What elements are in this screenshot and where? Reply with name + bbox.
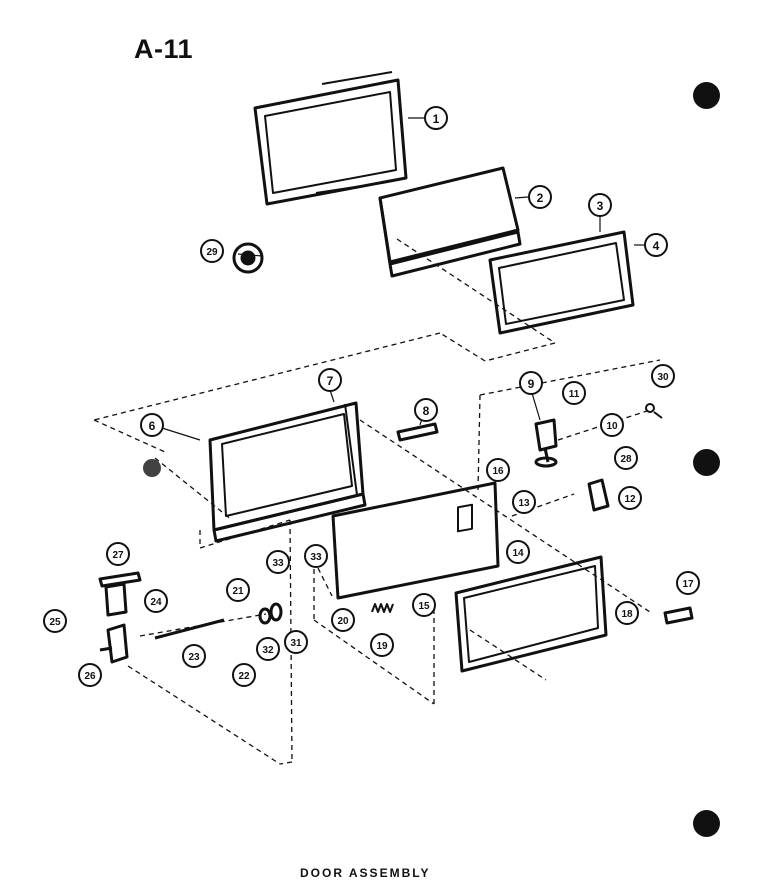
callout-32: 32 <box>256 637 280 661</box>
callout-11: 11 <box>562 381 586 405</box>
callout-30: 30 <box>651 364 675 388</box>
callout-2: 2 <box>528 185 552 209</box>
part-18-outer-frame <box>454 555 608 673</box>
callout-26: 26 <box>78 663 102 687</box>
svg-text:6: 6 <box>149 419 156 433</box>
svg-text:4: 4 <box>653 239 660 253</box>
part-29-roller <box>232 242 264 274</box>
ink-blot <box>143 459 161 477</box>
callout-15: 15 <box>412 593 436 617</box>
svg-text:11: 11 <box>569 389 580 400</box>
svg-text:28: 28 <box>620 454 632 465</box>
svg-text:9: 9 <box>528 377 535 391</box>
binder-hole-middle <box>693 449 720 476</box>
callout-19: 19 <box>370 633 394 657</box>
callout-24: 24 <box>144 589 168 613</box>
svg-text:8: 8 <box>423 404 430 418</box>
part-8-latch <box>396 422 439 442</box>
svg-text:1: 1 <box>433 112 440 126</box>
part-26-bracket <box>99 623 129 664</box>
part-9-handle <box>534 418 558 468</box>
callout-31: 31 <box>284 630 308 654</box>
footer-caption: DOOR ASSEMBLY <box>300 866 431 880</box>
svg-text:23: 23 <box>188 652 200 663</box>
svg-text:7: 7 <box>327 374 334 388</box>
svg-text:2: 2 <box>537 191 544 205</box>
callout-21: 21 <box>226 578 250 602</box>
callout-6: 6 <box>140 413 164 437</box>
part-2-housing <box>378 166 522 278</box>
part-27-bracket <box>98 571 142 617</box>
svg-text:33: 33 <box>272 558 284 569</box>
svg-text:19: 19 <box>376 641 388 652</box>
callout-25: 25 <box>43 609 67 633</box>
svg-text:15: 15 <box>418 601 430 612</box>
callout-4: 4 <box>644 233 668 257</box>
part-17-trim <box>663 606 694 625</box>
callout-14: 14 <box>506 540 530 564</box>
callout-33-panel: 33 <box>304 544 328 568</box>
callout-8: 8 <box>414 398 438 422</box>
callout-16: 16 <box>486 458 510 482</box>
part-4-glass-frame <box>488 230 635 335</box>
callout-27: 27 <box>106 542 130 566</box>
callout-7: 7 <box>318 368 342 392</box>
part-12-block <box>587 478 610 512</box>
callout-13: 13 <box>512 490 536 514</box>
callout-18: 18 <box>615 601 639 625</box>
part-31-32-bushings <box>258 602 283 625</box>
part-19-spring <box>371 603 394 613</box>
svg-text:12: 12 <box>624 494 636 505</box>
callout-29: 29 <box>200 239 224 263</box>
svg-text:24: 24 <box>150 597 162 608</box>
callout-23: 23 <box>182 644 206 668</box>
part-30-screw <box>645 403 663 419</box>
callout-10: 10 <box>600 413 624 437</box>
callout-markers: 1 2 3 4 6 7 8 9 10 11 12 13 14 15 16 17 … <box>43 106 700 687</box>
svg-text:32: 32 <box>262 645 274 656</box>
svg-text:26: 26 <box>84 671 96 682</box>
callout-33-frame: 33 <box>266 550 290 574</box>
callout-1: 1 <box>424 106 448 130</box>
svg-text:10: 10 <box>606 421 618 432</box>
svg-text:17: 17 <box>682 579 694 590</box>
svg-text:25: 25 <box>49 617 61 628</box>
callout-28: 28 <box>614 446 638 470</box>
svg-text:14: 14 <box>512 548 524 559</box>
callout-3: 3 <box>588 193 612 217</box>
svg-text:22: 22 <box>238 671 250 682</box>
svg-text:13: 13 <box>518 498 530 509</box>
svg-text:30: 30 <box>657 372 669 383</box>
binder-hole-top <box>693 82 720 109</box>
callout-9: 9 <box>519 371 543 395</box>
part-7-door-frame <box>208 401 367 543</box>
svg-text:18: 18 <box>621 609 633 620</box>
callout-12: 12 <box>618 486 642 510</box>
svg-text:29: 29 <box>206 247 218 258</box>
page-title: A-11 <box>134 34 194 64</box>
callout-22: 22 <box>232 663 256 687</box>
svg-text:33: 33 <box>310 552 322 563</box>
part-15-panel <box>331 481 500 600</box>
callout-20: 20 <box>331 608 355 632</box>
callout-17: 17 <box>676 571 700 595</box>
svg-text:21: 21 <box>232 586 244 597</box>
svg-text:20: 20 <box>337 616 349 627</box>
svg-text:27: 27 <box>112 550 124 561</box>
part-1-frame <box>253 71 408 206</box>
svg-text:16: 16 <box>492 466 504 477</box>
binder-hole-bottom <box>693 810 720 837</box>
svg-text:3: 3 <box>597 199 604 213</box>
svg-text:31: 31 <box>290 638 302 649</box>
